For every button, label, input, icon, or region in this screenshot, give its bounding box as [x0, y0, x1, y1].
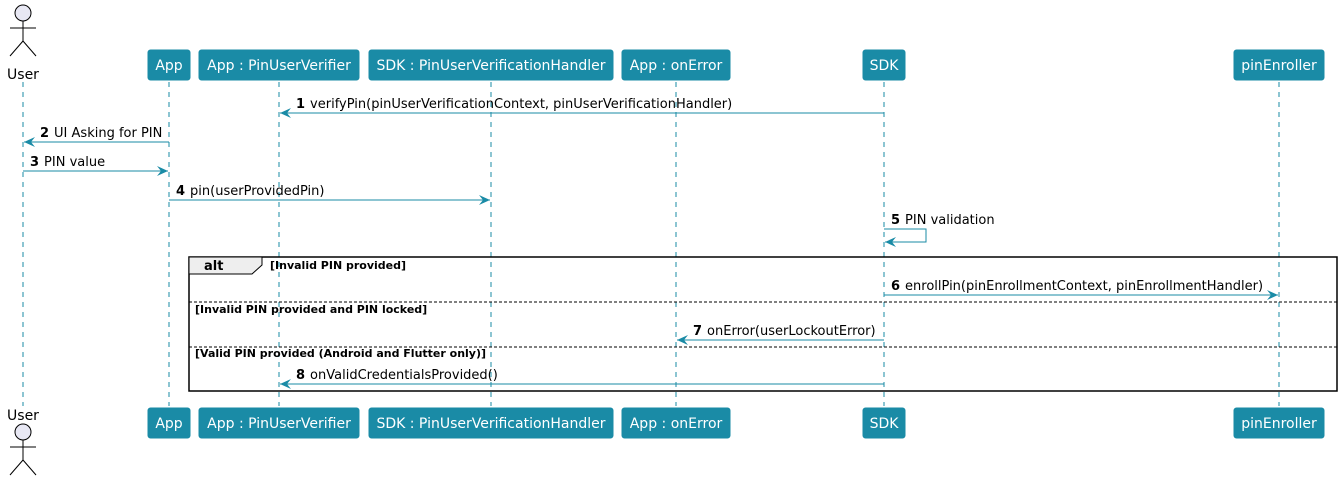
participant-label: SDK : PinUserVerificationHandler — [376, 58, 605, 74]
actor-label: User — [7, 408, 39, 424]
participant-label: SDK : PinUserVerificationHandler — [376, 416, 605, 432]
message-7: 7 onError(userLockoutError) — [677, 324, 884, 345]
actor-left-leg — [9, 40, 24, 57]
message-number: 7 — [693, 324, 702, 339]
participant-label: pinEnroller — [1241, 58, 1317, 74]
participant-puvh-top: SDK : PinUserVerificationHandler — [368, 49, 614, 81]
participant-box — [862, 407, 906, 439]
message-2: 2 UI Asking for PIN — [24, 126, 169, 147]
participant-enroller-top: pinEnroller — [1233, 49, 1325, 81]
message-8: 8 onValidCredentialsProvided() — [280, 368, 884, 389]
participant-label: App — [155, 416, 182, 432]
participant-app-top: App — [147, 49, 191, 81]
message-label: 2 UI Asking for PIN — [40, 126, 162, 141]
alt-fragment-title: alt — [204, 259, 223, 274]
messages: 1 verifyPin(pinUserVerificationContext, p… — [23, 97, 1278, 389]
message-label: 5 PIN validation — [891, 213, 995, 228]
actor-bottom: User — [7, 408, 39, 476]
participant-label: SDK — [870, 416, 900, 432]
message-number: 6 — [891, 279, 900, 294]
message-text: PIN validation — [905, 213, 995, 228]
actor-top: User — [7, 4, 39, 83]
actor-left-leg — [9, 459, 24, 476]
participant-box — [147, 49, 191, 81]
participant-box — [1233, 407, 1325, 439]
message-number: 5 — [891, 213, 900, 228]
message-number: 3 — [30, 155, 39, 170]
message-5: 5 PIN validation — [884, 213, 995, 247]
message-arrow — [884, 228, 927, 247]
participant-label: App : onError — [630, 416, 723, 432]
alt-guard-3: [Valid PIN provided (Android and Flutter… — [195, 347, 486, 360]
participant-label: App — [155, 58, 182, 74]
participant-label: pinEnroller — [1241, 416, 1317, 432]
message-text: verifyPin(pinUserVerificationContext, pi… — [310, 97, 732, 112]
message-text: pin(userProvidedPin) — [190, 184, 324, 199]
participant-box — [621, 407, 731, 439]
actor-head — [14, 4, 32, 22]
participant-box — [198, 407, 360, 439]
message-label: 6 enrollPin(pinEnrollmentContext, pinEnro… — [891, 279, 1263, 294]
alt-fragment-frame — [188, 256, 1338, 392]
participant-puvh-bottom: SDK : PinUserVerificationHandler — [368, 407, 614, 439]
message-4: 4 pin(userProvidedPin) — [169, 184, 490, 205]
actor-head — [14, 423, 32, 441]
participant-box — [862, 49, 906, 81]
actor-right-leg — [22, 459, 37, 476]
message-label: 8 onValidCredentialsProvided() — [296, 368, 498, 383]
participant-box — [147, 407, 191, 439]
message-text: onValidCredentialsProvided() — [310, 368, 498, 383]
alt-fragment: alt [Invalid PIN provided] [Invalid PIN … — [188, 256, 1338, 392]
message-label: 1 verifyPin(pinUserVerificationContext, p… — [296, 97, 732, 112]
message-number: 2 — [40, 126, 49, 141]
participant-box — [621, 49, 731, 81]
alt-guard-1: [Invalid PIN provided] — [270, 259, 406, 272]
participant-label: App : onError — [630, 58, 723, 74]
participant-label: App : PinUserVerifier — [207, 58, 351, 74]
message-label: 7 onError(userLockoutError) — [693, 324, 876, 339]
message-6: 6 enrollPin(pinEnrollmentContext, pinEnro… — [884, 279, 1278, 300]
participant-box — [1233, 49, 1325, 81]
message-text: onError(userLockoutError) — [707, 324, 876, 339]
message-text: enrollPin(pinEnrollmentContext, pinEnrol… — [905, 279, 1263, 294]
message-1: 1 verifyPin(pinUserVerificationContext, p… — [280, 97, 884, 118]
participant-box — [368, 407, 614, 439]
message-label: 4 pin(userProvidedPin) — [176, 184, 324, 199]
participant-onerror-top: App : onError — [621, 49, 731, 81]
participant-sdk-bottom: SDK — [862, 407, 906, 439]
alt-guard-2: [Invalid PIN provided and PIN locked] — [195, 303, 427, 316]
message-text: PIN value — [44, 155, 105, 170]
participant-sdk-top: SDK — [862, 49, 906, 81]
participant-label: SDK — [870, 58, 900, 74]
lifelines — [22, 82, 1280, 406]
actor-right-leg — [22, 40, 37, 57]
participant-enroller-bottom: pinEnroller — [1233, 407, 1325, 439]
participant-box — [368, 49, 614, 81]
alt-fragment-tab — [188, 256, 263, 275]
participant-puv-top: App : PinUserVerifier — [198, 49, 360, 81]
participant-puv-bottom: App : PinUserVerifier — [198, 407, 360, 439]
message-number: 4 — [176, 184, 185, 199]
actor-label: User — [7, 67, 39, 83]
message-3: 3 PIN value — [23, 155, 168, 176]
participant-app-bottom: App — [147, 407, 191, 439]
message-number: 1 — [296, 97, 305, 112]
participants-top: User App App : PinUserVerifier SDK : PinUse… — [7, 4, 1325, 83]
message-text: UI Asking for PIN — [54, 126, 162, 141]
participant-box — [198, 49, 360, 81]
message-label: 3 PIN value — [30, 155, 105, 170]
participant-label: App : PinUserVerifier — [207, 416, 351, 432]
participant-onerror-bottom: App : onError — [621, 407, 731, 439]
message-number: 8 — [296, 368, 305, 383]
